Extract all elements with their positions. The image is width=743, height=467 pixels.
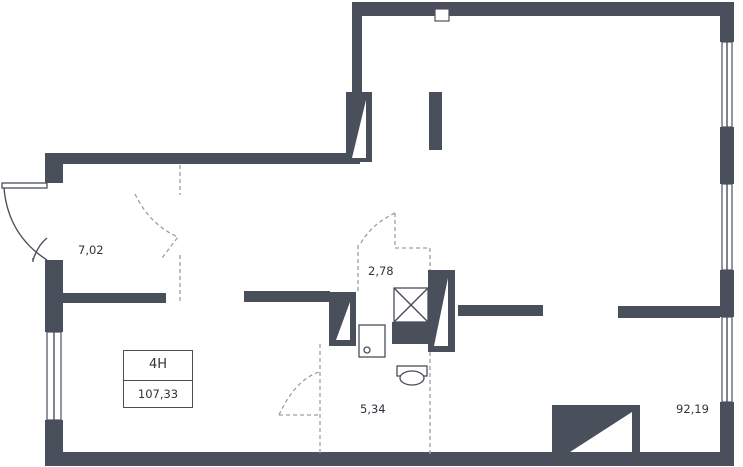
window-top-small bbox=[434, 8, 450, 22]
wall-right-lower bbox=[720, 402, 734, 464]
wall-left-mid bbox=[45, 260, 63, 332]
wall-inner-vertical bbox=[352, 2, 362, 157]
partition-center-right bbox=[458, 305, 543, 316]
column-top bbox=[429, 92, 442, 150]
partition-right bbox=[618, 306, 720, 318]
room-area-hall: 7,02 bbox=[78, 243, 104, 257]
partition-center-left bbox=[244, 291, 330, 302]
unit-info-box: 4Н 107,33 bbox=[123, 350, 193, 408]
shower-base bbox=[392, 322, 428, 344]
wall-right-upper bbox=[720, 2, 734, 42]
entry-door-swing bbox=[3, 187, 48, 261]
wall-mid-horizontal bbox=[45, 153, 360, 164]
toilet-bowl bbox=[399, 370, 425, 386]
wall-bottom bbox=[45, 452, 734, 466]
wall-right-mid2 bbox=[720, 270, 734, 317]
wall-right-mid1 bbox=[720, 127, 734, 184]
partition-hall bbox=[63, 293, 166, 303]
sink bbox=[358, 324, 386, 358]
room-area-bath: 5,34 bbox=[360, 402, 386, 416]
wall-top-right bbox=[352, 2, 732, 16]
unit-id: 4Н bbox=[148, 357, 168, 372]
room-area-wc: 2,78 bbox=[368, 264, 394, 278]
unit-total-area: 107,33 bbox=[137, 387, 179, 401]
room-area-main: 92,19 bbox=[676, 402, 709, 416]
unit-divider bbox=[124, 380, 192, 381]
wall-left-top bbox=[45, 153, 63, 183]
entry-door-frame bbox=[1, 182, 48, 189]
